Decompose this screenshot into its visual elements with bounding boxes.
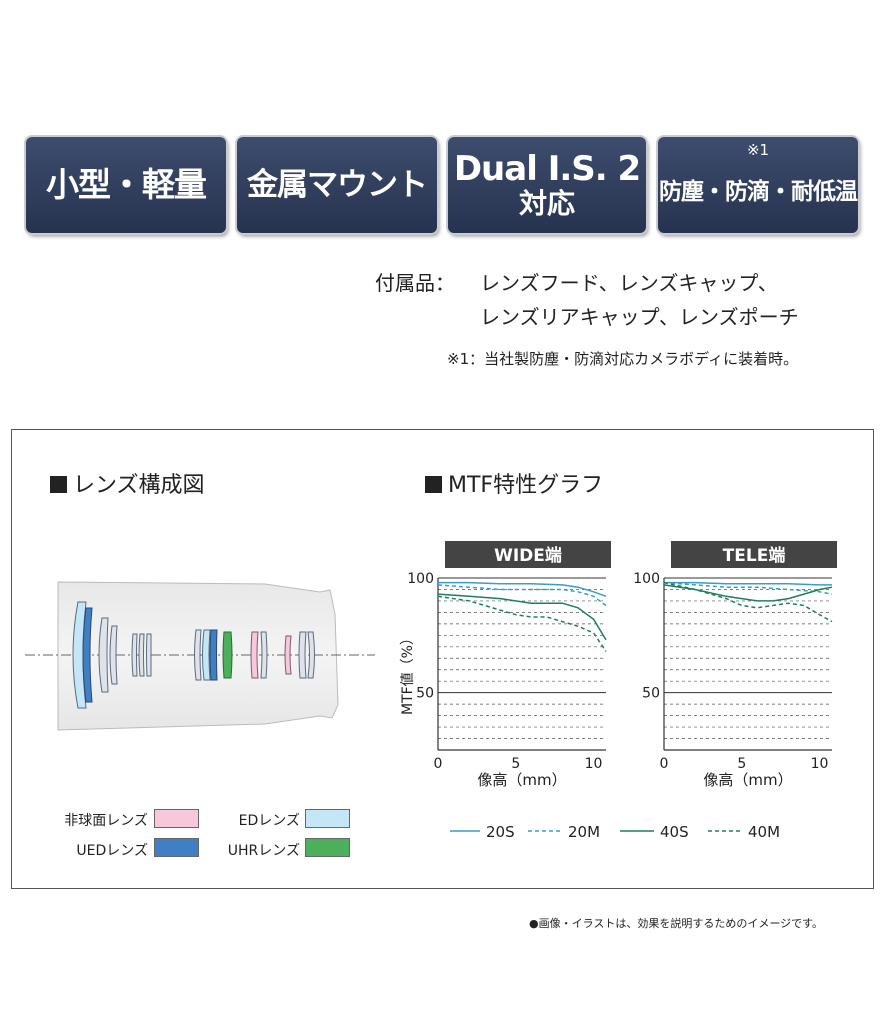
chart-title-tele: TELE端 bbox=[723, 545, 786, 566]
lens-element-9 bbox=[202, 629, 211, 681]
lens-section-title-text: レンズ構成図 bbox=[73, 473, 205, 498]
x-tick-label-wide: 0 bbox=[434, 756, 443, 772]
lens-element-8 bbox=[194, 629, 202, 681]
badge-label: 小型・軽量 bbox=[46, 164, 207, 204]
legend-swatch-aspherical bbox=[154, 809, 199, 828]
lens-element-4 bbox=[109, 625, 118, 685]
lens-element-front-2 bbox=[82, 607, 93, 703]
mtf-xlabel-wide: 像高（mm） bbox=[477, 771, 566, 789]
lens-construction-diagram bbox=[25, 581, 375, 731]
y-tick-label-tele: 50 bbox=[642, 686, 660, 702]
x-tick-label-wide: 10 bbox=[585, 756, 603, 772]
chart-title-wide: WIDE端 bbox=[494, 545, 562, 566]
x-tick-label-wide: 5 bbox=[511, 756, 520, 772]
lens-element-14 bbox=[284, 635, 292, 675]
legend-swatch-ed bbox=[305, 809, 350, 828]
legend-swatch-uhr bbox=[305, 838, 350, 857]
series-line-20s-tele bbox=[664, 581, 832, 586]
lens-element-6 bbox=[138, 633, 145, 677]
badge-compact: 小型・軽量 bbox=[26, 137, 226, 233]
series-line-40s-tele bbox=[663, 584, 833, 602]
mtf-section-title-text: MTF特性グラフ bbox=[448, 473, 604, 498]
square-bullet-icon bbox=[50, 476, 67, 493]
accessories-line2: レンズリアキャップ、レンズポーチ bbox=[480, 305, 799, 329]
legend-label-uhr: UHRレンズ bbox=[227, 843, 300, 859]
lens-element-13 bbox=[260, 631, 268, 679]
legend-text-40m: 40M bbox=[748, 823, 780, 841]
x-tick-label-tele: 10 bbox=[811, 756, 829, 772]
x-tick-label-tele: 0 bbox=[660, 756, 669, 772]
lens-section-title: レンズ構成図 bbox=[50, 467, 205, 499]
series-line-40s-wide bbox=[437, 593, 607, 641]
series-line-20s-wide bbox=[438, 581, 607, 598]
lens-element-5 bbox=[131, 633, 138, 677]
series-line-20m-wide bbox=[437, 584, 607, 607]
lens-element-10 bbox=[209, 629, 218, 681]
square-bullet-icon bbox=[425, 476, 442, 493]
badge-label: 金属マウント bbox=[247, 166, 428, 203]
lens-element-7 bbox=[146, 633, 152, 677]
chart-header-wide bbox=[445, 541, 611, 568]
x-tick-label-tele: 5 bbox=[737, 756, 746, 772]
mtf-xlabel-tele: 像高（mm） bbox=[703, 771, 792, 789]
legend-label-ed: EDレンズ bbox=[238, 813, 300, 829]
legend-text-40s: 40S bbox=[660, 823, 689, 841]
bottom-note: ●画像・イラストは、効果を説明するためのイメージです。 bbox=[529, 917, 824, 930]
badge-weather-sealed: ※1 防塵・防滴・耐低温 bbox=[658, 137, 858, 233]
y-tick-label-wide: 50 bbox=[416, 686, 434, 702]
legend-label-ued: UEDレンズ bbox=[76, 843, 148, 859]
lens-element-3 bbox=[98, 617, 109, 693]
chart-header-tele bbox=[671, 541, 837, 568]
accessories-label: 付属品： bbox=[375, 271, 455, 295]
badge-metal-mount: 金属マウント bbox=[237, 137, 437, 233]
lens-element-16 bbox=[307, 631, 315, 679]
legend-text-20s: 20S bbox=[486, 823, 515, 841]
mtf-section-title: MTF特性グラフ bbox=[425, 467, 603, 499]
y-tick-label-tele: 100 bbox=[633, 571, 660, 587]
mtf-ylabel: MTF値（%） bbox=[400, 631, 416, 715]
legend-text-20m: 20M bbox=[568, 823, 600, 841]
footnote: ※1：当社製防塵・防滴対応カメラボディに装着時。 bbox=[447, 350, 799, 368]
badge-note: ※1 bbox=[746, 141, 770, 159]
legend-label-aspherical: 非球面レンズ bbox=[64, 813, 148, 829]
lens-element-11 bbox=[222, 631, 233, 679]
y-tick-label-wide: 100 bbox=[407, 571, 434, 587]
badge-sublabel: 対応 bbox=[518, 186, 575, 220]
accessories-line1: レンズフード、レンズキャップ、 bbox=[480, 271, 778, 295]
mtf-legend: 20S 20M 40S 40M bbox=[450, 823, 780, 841]
legend-swatch-ued bbox=[154, 838, 199, 857]
badge-label: Dual I.S. 2 bbox=[453, 149, 641, 190]
badge-dual-is: Dual I.S. 2 対応 bbox=[448, 137, 646, 233]
series-line-20m-tele bbox=[663, 581, 833, 595]
badge-label: 防塵・防滴・耐低温 bbox=[659, 178, 858, 205]
lens-element-12 bbox=[250, 631, 259, 679]
lens-element-15 bbox=[298, 631, 307, 679]
